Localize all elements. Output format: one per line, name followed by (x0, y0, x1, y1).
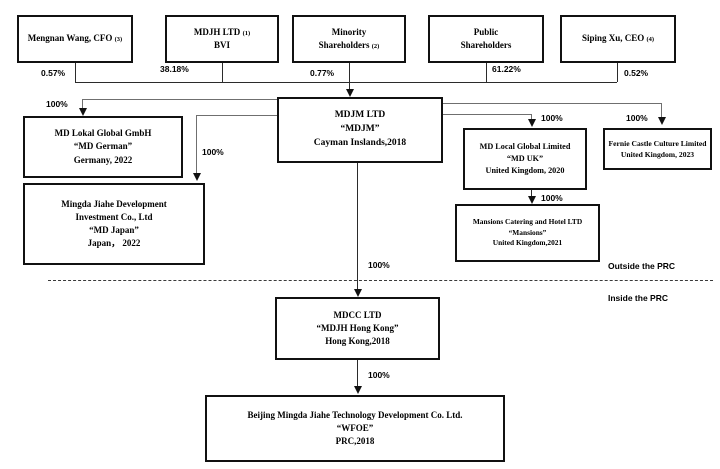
shareholder-name: MDJH LTD (193, 26, 241, 37)
entity-alias: “MD Japan” (89, 225, 139, 235)
entity-location: United Kingdom,2021 (492, 238, 563, 248)
connector-minority-drop (349, 63, 350, 82)
label-outside-prc: Outside the PRC (608, 261, 676, 271)
connector-mdjm-to-fernie-v (661, 103, 662, 118)
shareholder-name: Mengnan Wang, CFO (27, 33, 113, 44)
shareholder-name-2: Shareholders (318, 40, 370, 50)
label-inside-prc: Inside the PRC (608, 293, 668, 303)
prc-divider-line (48, 280, 713, 281)
arrow-into-md-uk (528, 119, 536, 127)
connector-busbar-to-mdjm (349, 82, 350, 91)
entity-alias: “MD UK” (506, 154, 544, 164)
entity-alias: “MD German” (73, 141, 133, 152)
connector-siping-xu-drop (617, 63, 618, 82)
connector-mdcc-to-wfoe (357, 360, 358, 388)
connector-shareholder-busbar (75, 82, 617, 83)
footnote-marker: (4) (646, 36, 655, 44)
arrow-into-wfoe (354, 386, 362, 394)
entity-location: United Kingdom, 2023 (620, 150, 695, 159)
connector-mdjm-to-md-german-v (82, 99, 83, 110)
entity-box-md-japan: Mingda Jiahe Development Investment Co.,… (23, 183, 205, 265)
entity-box-mdjm: MDJM LTD “MDJM” Cayman Inslands,2018 (277, 97, 443, 163)
percent-md-uk-to-mansions: 100% (541, 193, 563, 203)
shareholder-jurisdiction: BVI (213, 40, 230, 50)
entity-name: MDCC LTD (333, 309, 382, 320)
entity-location: Japan， 2022 (87, 238, 141, 249)
footnote-marker: (3) (114, 36, 123, 44)
connector-mdjm-to-md-uk-h (443, 114, 531, 115)
entity-box-md-uk: MD Local Global Limited “MD UK” United K… (463, 128, 587, 190)
percent-mdjm-to-md-german: 100% (46, 99, 68, 109)
arrow-into-md-german (79, 108, 87, 116)
connector-public-drop (486, 63, 487, 82)
entity-name: MDJM LTD (334, 110, 386, 121)
entity-name: Mansions Catering and Hotel LTD (472, 216, 583, 226)
shareholder-box-minority-shareholders: Minority Shareholders (2) (292, 15, 406, 63)
connector-mengnan-wang-drop (75, 63, 76, 82)
arrow-into-mdcc (354, 289, 362, 297)
entity-location: Cayman Inslands,2018 (313, 137, 407, 148)
percent-mdjm-to-mdcc: 100% (368, 260, 390, 270)
entity-name: MD Lokal Global GmbH (54, 128, 152, 139)
entity-box-fernie-castle: Fernie Castle Culture Limited United Kin… (603, 128, 712, 170)
percent-mdjm-to-fernie: 100% (626, 113, 648, 123)
percent-mdjm-to-md-uk: 100% (541, 113, 563, 123)
percent-mengnan-wang: 0.57% (41, 68, 66, 78)
entity-location: Germany, 2022 (73, 154, 133, 165)
percent-minority: 0.77% (310, 68, 335, 78)
shareholder-name-2: Shareholders (460, 40, 512, 50)
connector-mdjm-to-md-japan-h (196, 115, 278, 116)
percent-public: 61.22% (492, 64, 521, 74)
entity-location: Hong Kong,2018 (325, 336, 390, 347)
arrow-into-mansions (528, 196, 536, 204)
entity-box-wfoe: Beijing Mingda Jiahe Technology Developm… (205, 395, 505, 462)
connector-mdjm-to-md-uk-v (531, 114, 532, 120)
entity-alias: “MDJM” (340, 124, 380, 135)
entity-location: PRC,2018 (335, 436, 375, 447)
entity-alias: “WFOE” (336, 422, 374, 433)
shareholder-box-mdjh-ltd: MDJH LTD (1) BVI (165, 15, 279, 63)
shareholder-name: Public (473, 26, 499, 37)
shareholder-name: Minority (331, 26, 367, 37)
footnote-marker: (2) (371, 43, 380, 50)
shareholder-box-public-shareholders: Public Shareholders (428, 15, 544, 63)
connector-mdjm-to-md-german-h (82, 99, 278, 100)
entity-name: Fernie Castle Culture Limited (608, 139, 707, 148)
entity-alias: “Mansions” (508, 227, 547, 237)
entity-name: Beijing Mingda Jiahe Technology Developm… (247, 409, 463, 420)
connector-mdjh-drop (222, 63, 223, 82)
connector-mdjm-to-md-japan-v (196, 115, 197, 175)
percent-mdcc-to-wfoe: 100% (368, 370, 390, 380)
shareholder-box-siping-xu: Siping Xu, CEO (4) (560, 15, 676, 63)
percent-mdjm-to-md-japan: 100% (202, 147, 224, 157)
entity-alias: “MDJH Hong Kong” (316, 322, 399, 333)
entity-location: United Kingdom, 2020 (485, 165, 565, 175)
shareholder-box-mengnan-wang: Mengnan Wang, CFO (3) (17, 15, 133, 63)
shareholder-name: Siping Xu, CEO (581, 33, 645, 44)
footnote-marker: (1) (242, 29, 251, 37)
entity-box-md-german: MD Lokal Global GmbH “MD German” Germany… (23, 116, 183, 178)
percent-mdjh: 38.18% (160, 64, 189, 74)
connector-mdjm-to-fernie-h (443, 103, 661, 104)
connector-mdjm-to-mdcc (357, 163, 358, 291)
entity-box-mansions: Mansions Catering and Hotel LTD “Mansion… (455, 204, 600, 262)
arrow-into-md-japan (193, 173, 201, 181)
entity-name: MD Local Global Limited (479, 142, 571, 152)
connector-md-uk-to-mansions (531, 190, 532, 199)
entity-box-mdcc: MDCC LTD “MDJH Hong Kong” Hong Kong,2018 (275, 297, 440, 360)
percent-siping-xu: 0.52% (624, 68, 649, 78)
entity-name-line1: Mingda Jiahe Development (61, 198, 167, 209)
arrow-into-mdjm (346, 89, 354, 97)
arrow-into-fernie (658, 117, 666, 125)
entity-name-line2: Investment Co., Ltd (75, 211, 153, 222)
